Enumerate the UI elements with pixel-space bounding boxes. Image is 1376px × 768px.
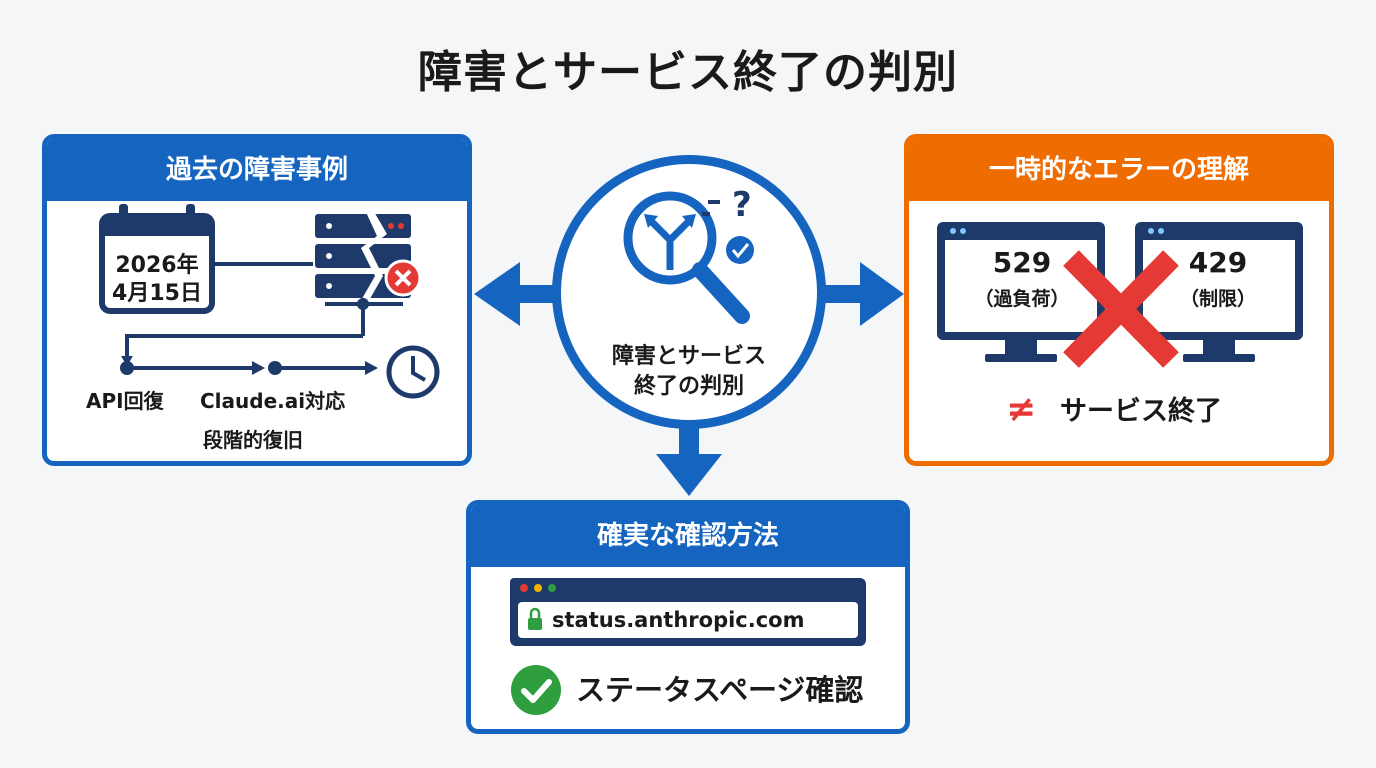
browser-window-icon (510, 578, 866, 646)
incident-date: 2026年 4月15日 (102, 252, 212, 308)
incident-date-line1: 2026年 (115, 253, 199, 278)
status-page-url[interactable]: status.anthropic.com (552, 608, 805, 632)
red-cross-icon (1063, 250, 1179, 368)
center-label-line1: 障害とサービス (611, 344, 766, 369)
down-arrow-head (656, 454, 722, 496)
step-api-recovery: API回復 (86, 389, 164, 413)
incident-timeline-graphic (99, 204, 440, 399)
down-arrow-shaft (679, 420, 699, 460)
monitor-529-icon (937, 222, 1105, 362)
service-termination-text: サービス終了 (1060, 396, 1222, 427)
calendar-icon (99, 204, 215, 314)
padlock-icon (528, 607, 542, 630)
page-title: 障害とサービス終了の判別 (418, 47, 958, 98)
not-equal-sign: ≠ (1006, 389, 1037, 430)
temporary-errors-heading: 一時的なエラーの理解 (909, 139, 1329, 201)
past-incidents-heading: 過去の障害事例 (47, 139, 467, 201)
error-429-code: 429 (1188, 246, 1248, 279)
svg-text:?: ? (732, 185, 752, 225)
center-label-line2: 終了の判別 (633, 374, 744, 399)
magnifier-decision-icon: ? (623, 185, 754, 324)
clock-icon (386, 345, 440, 399)
check-status-page-text: ステータスページ確認 (576, 673, 864, 707)
confirmation-method-heading: 確実な確認方法 (471, 505, 905, 567)
right-arrow-head (860, 262, 904, 326)
incident-date-line2: 4月15日 (112, 281, 202, 306)
check-circle-icon (511, 665, 561, 715)
error-monitors-graphic (937, 222, 1303, 368)
error-429-label: （制限） (1179, 288, 1256, 310)
error-529-label: （過負荷） (974, 288, 1070, 310)
left-arrow-head (474, 262, 520, 326)
monitor-429-icon (1135, 222, 1303, 362)
step-claude-response: Claude.ai対応 (200, 389, 346, 413)
step-staged-recovery: 段階的復旧 (203, 428, 303, 452)
error-529-code: 529 (992, 246, 1052, 279)
center-label: 障害とサービス 終了の判別 (552, 342, 826, 402)
